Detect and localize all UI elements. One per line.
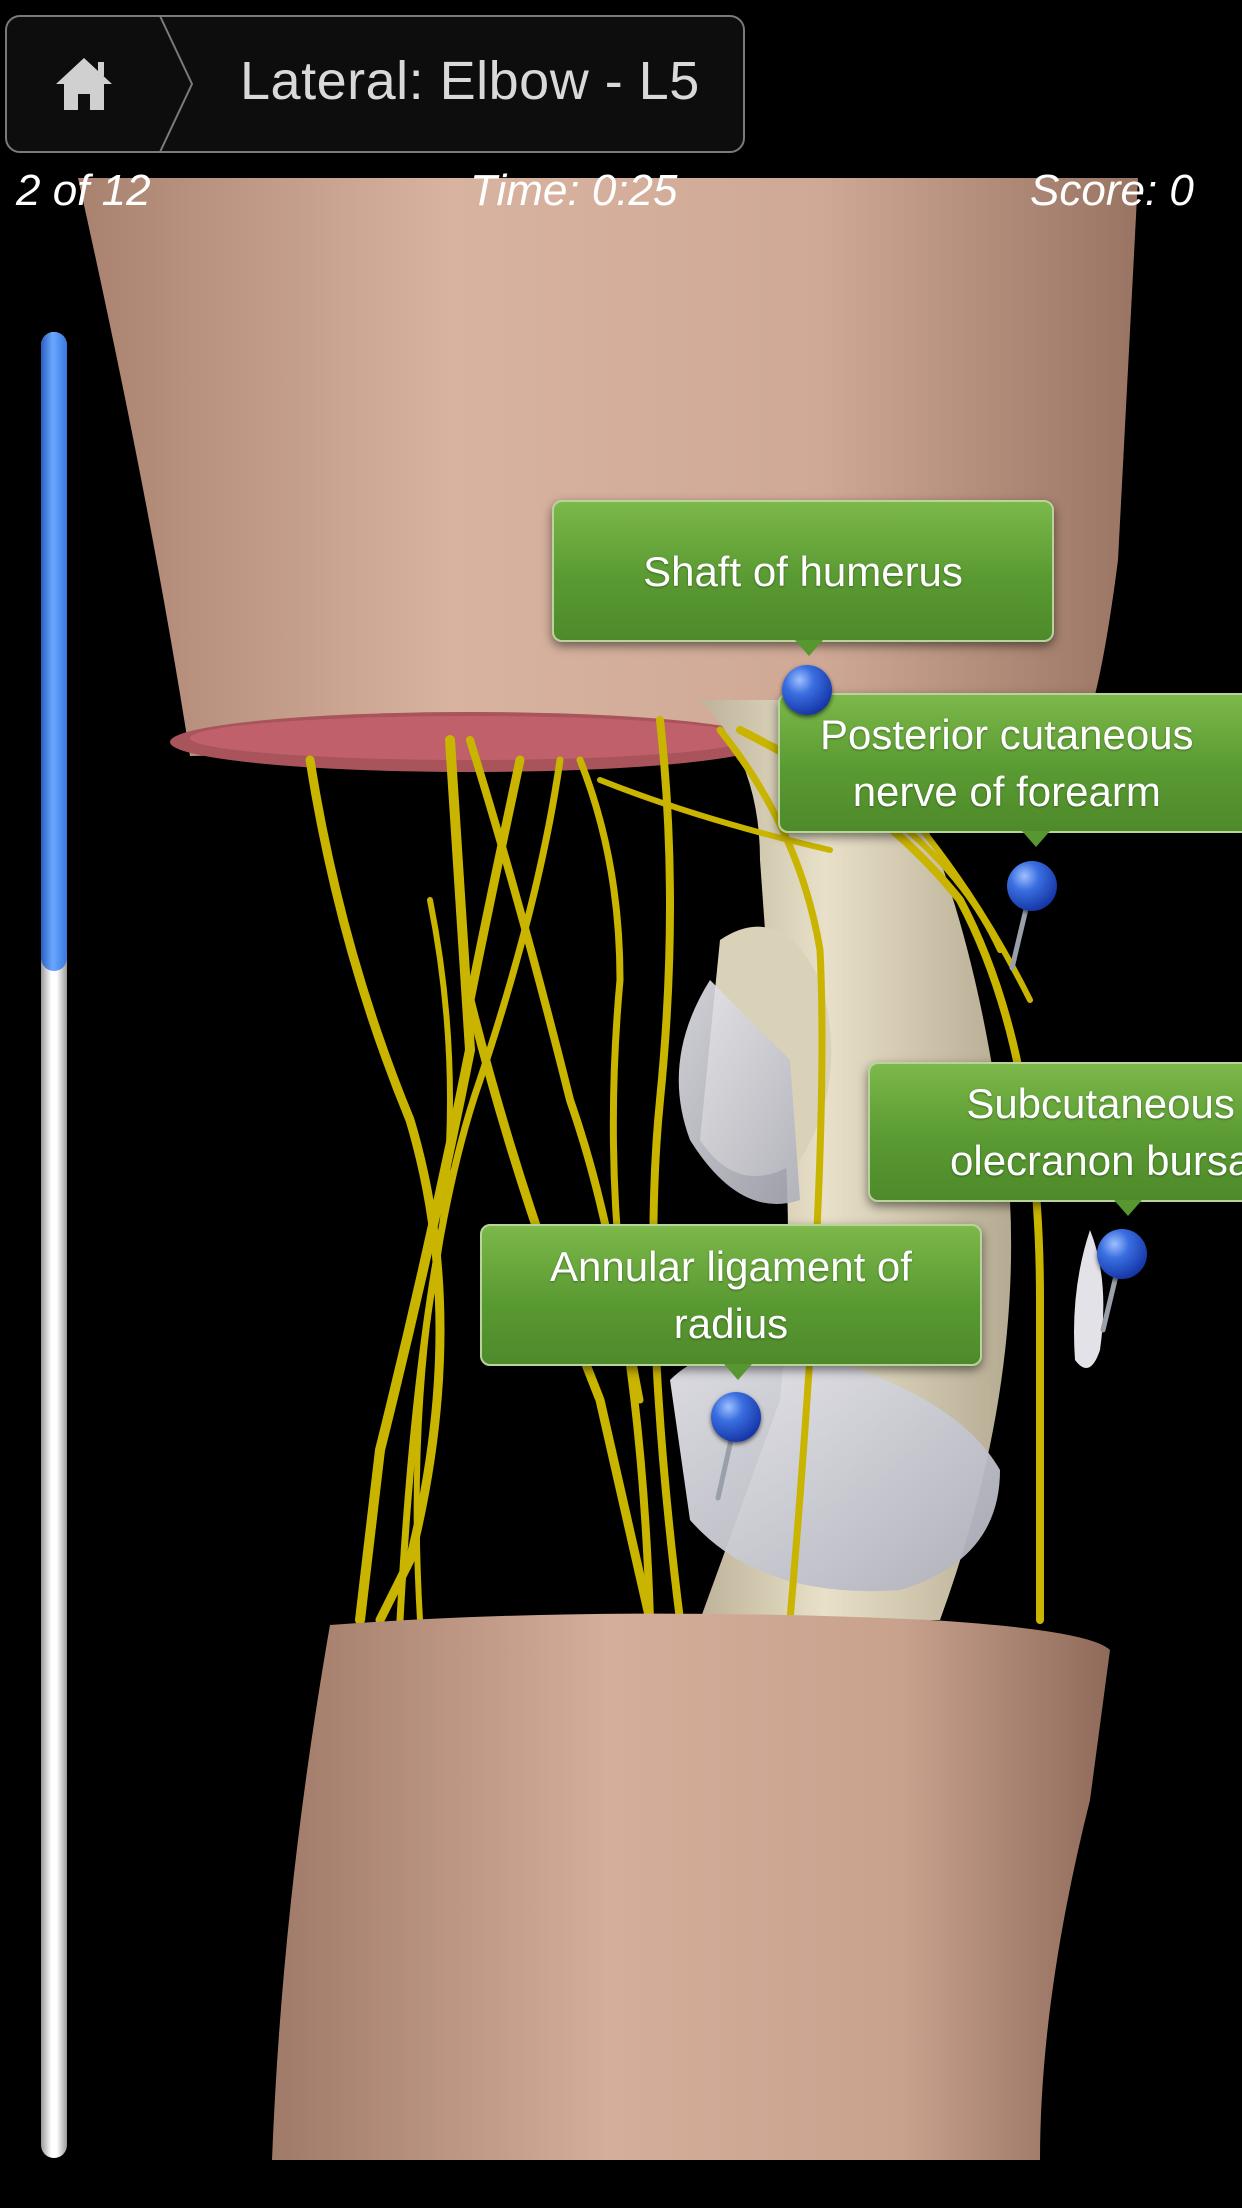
label-pointer [1114, 1200, 1142, 1216]
label-pointer [724, 1364, 752, 1380]
vertical-scrollbar[interactable] [41, 332, 67, 2158]
score: Score: 0 [1030, 166, 1194, 215]
home-button[interactable] [6, 16, 166, 152]
pin-annular-ligament[interactable] [711, 1392, 761, 1442]
label-pointer [795, 640, 823, 656]
timer: Time: 0:25 [470, 166, 678, 215]
home-icon [56, 58, 112, 110]
pin-posterior-cutaneous-nerve[interactable] [1007, 861, 1057, 911]
question-counter: 2 of 12 [16, 166, 151, 215]
label-posterior-cutaneous-nerve[interactable]: Posterior cutaneous nerve of forearm [778, 693, 1242, 833]
page-title: Lateral: Elbow - L5 [240, 51, 700, 111]
pin-subcutaneous-olecranon-bursa[interactable] [1097, 1229, 1147, 1279]
label-pointer [1022, 831, 1050, 847]
scrollbar-thumb[interactable] [41, 332, 67, 971]
label-subcutaneous-olecranon-bursa[interactable]: Subcutaneous olecranon bursa [868, 1062, 1242, 1202]
pin-shaft-of-humerus[interactable] [782, 665, 832, 715]
breadcrumb: Lateral: Elbow - L5 [6, 16, 744, 152]
label-annular-ligament[interactable]: Annular ligament of radius [480, 1224, 982, 1366]
label-shaft-of-humerus[interactable]: Shaft of humerus [552, 500, 1054, 642]
